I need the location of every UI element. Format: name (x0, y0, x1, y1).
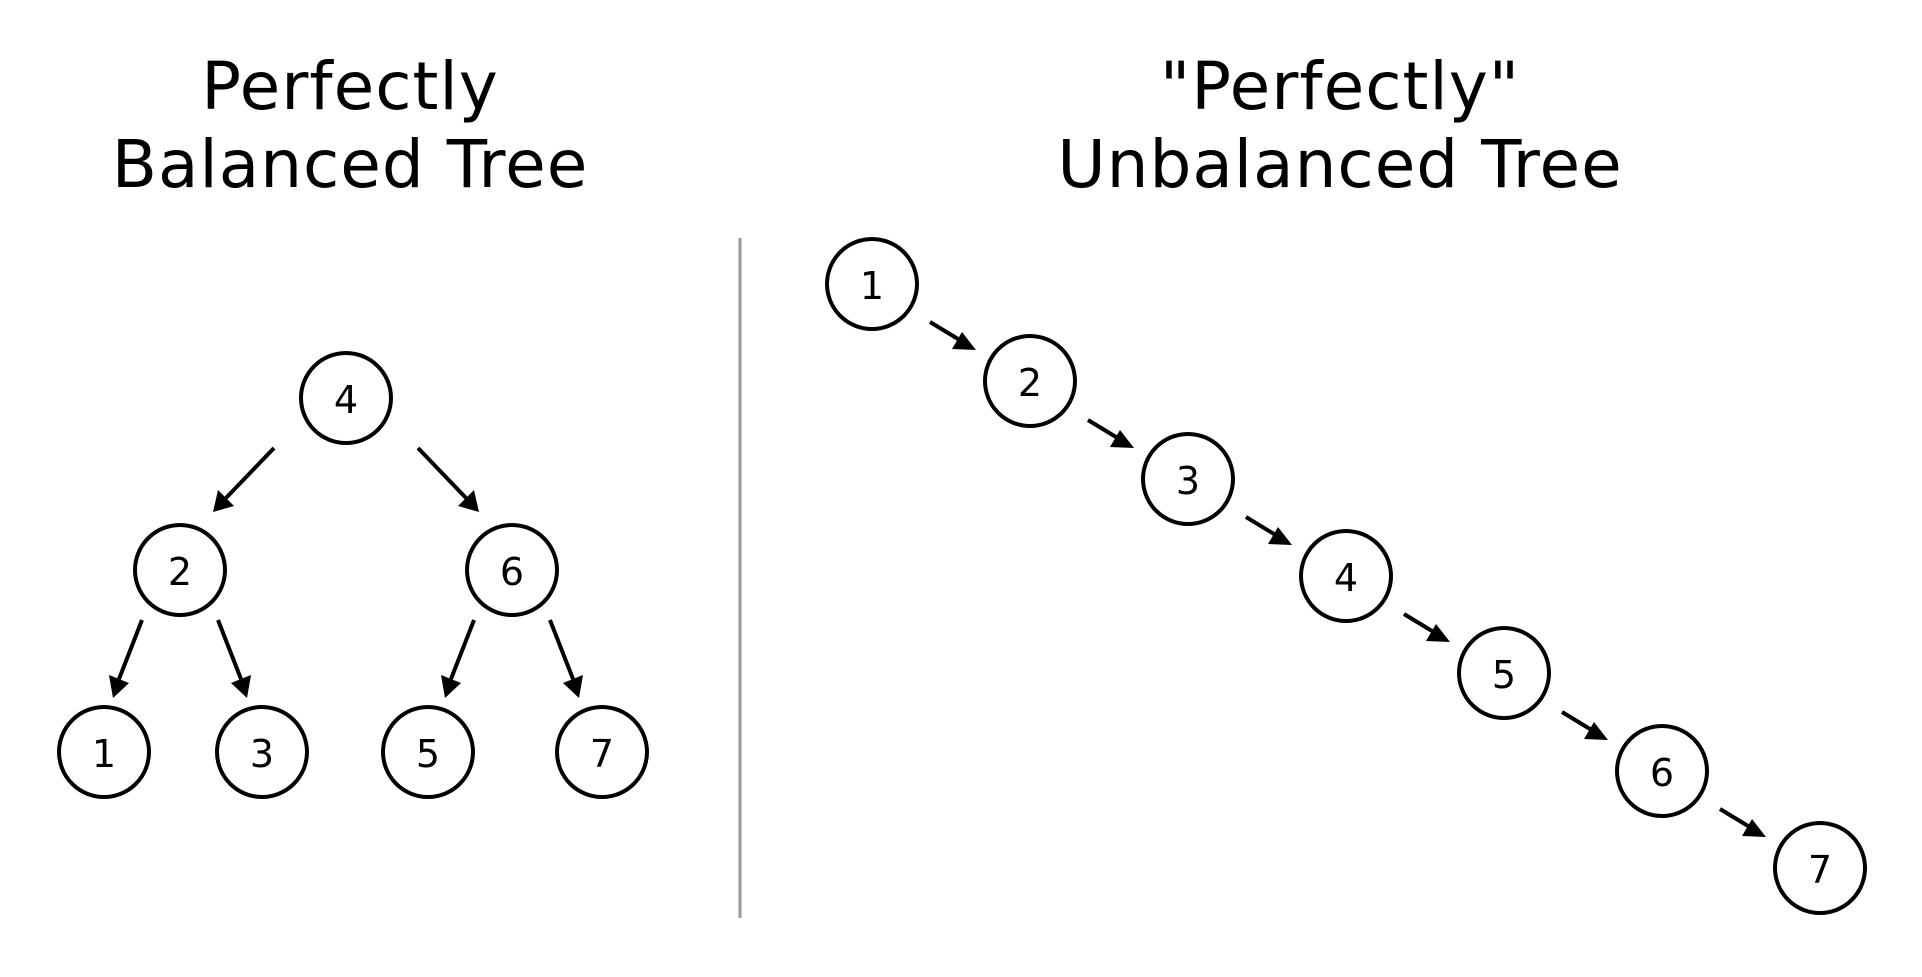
unbalanced-node-2: 2 (983, 334, 1077, 428)
unbalanced-node-3: 3 (1141, 432, 1235, 526)
svg-text:2: 2 (1018, 361, 1042, 405)
edge-2-to-3 (216, 619, 251, 698)
balanced-tree-edges (109, 446, 583, 698)
svg-text:3: 3 (1176, 459, 1200, 503)
svg-text:3: 3 (250, 732, 274, 776)
svg-text:4: 4 (1334, 556, 1358, 600)
balanced-tree-nodes: 4 2 6 1 3 5 7 (57, 351, 649, 799)
edge-6-to-7 (1718, 807, 1766, 837)
unbalanced-node-7: 7 (1773, 821, 1867, 915)
unbalanced-tree-nodes: 1 2 3 4 5 6 7 (825, 237, 1867, 915)
edge-4-to-6 (416, 446, 479, 512)
edge-4-to-2 (213, 446, 276, 512)
edge-1-to-2 (928, 320, 976, 350)
edge-5-to-6 (1560, 710, 1608, 740)
edge-4-to-5 (1402, 612, 1450, 642)
edge-3-to-4 (1244, 515, 1292, 545)
balanced-node-2: 2 (133, 523, 227, 617)
svg-text:6: 6 (1650, 751, 1674, 795)
balanced-node-4: 4 (299, 351, 393, 445)
unbalanced-node-1: 1 (825, 237, 919, 331)
svg-text:5: 5 (1492, 653, 1516, 697)
svg-text:4: 4 (334, 378, 358, 422)
svg-text:6: 6 (500, 550, 524, 594)
balanced-node-6: 6 (465, 523, 559, 617)
edge-2-to-3 (1086, 418, 1134, 448)
unbalanced-node-6: 6 (1615, 724, 1709, 818)
unbalanced-node-5: 5 (1457, 626, 1551, 720)
edge-6-to-5 (441, 619, 476, 698)
balanced-tree-title-line2: Balanced Tree (111, 126, 589, 203)
balanced-node-7: 7 (555, 705, 649, 799)
svg-text:1: 1 (92, 732, 116, 776)
svg-text:1: 1 (860, 264, 884, 308)
balanced-node-1: 1 (57, 705, 151, 799)
svg-text:5: 5 (416, 732, 440, 776)
unbalanced-tree-title-line1: "Perfectly" (1159, 48, 1521, 125)
edge-6-to-7 (548, 619, 583, 698)
balanced-node-3: 3 (215, 705, 309, 799)
unbalanced-tree-edges (928, 320, 1766, 837)
balanced-node-5: 5 (381, 705, 475, 799)
svg-text:7: 7 (590, 732, 614, 776)
unbalanced-tree-title-line2: Unbalanced Tree (1057, 126, 1623, 203)
balanced-tree-title-line1: Perfectly (201, 48, 499, 125)
edge-2-to-1 (109, 619, 144, 698)
unbalanced-tree-title: "Perfectly" Unbalanced Tree (970, 48, 1710, 204)
svg-text:2: 2 (168, 550, 192, 594)
unbalanced-node-4: 4 (1299, 529, 1393, 623)
svg-text:7: 7 (1808, 848, 1832, 892)
balanced-tree-title: Perfectly Balanced Tree (30, 48, 670, 204)
